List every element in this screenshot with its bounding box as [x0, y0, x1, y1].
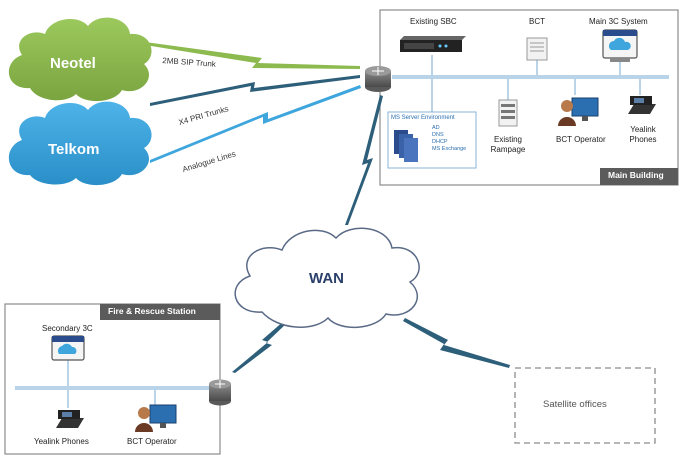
wan-satellite-bolt	[403, 318, 510, 368]
wan-fire-bolt	[232, 320, 288, 373]
main-router-icon	[365, 66, 391, 92]
existing-sbc-icon	[400, 36, 466, 52]
wan-main-bolt	[345, 95, 383, 225]
secondary-3c-label: Secondary 3C	[42, 324, 93, 333]
secondary-3c-icon	[51, 335, 85, 361]
main-3c-icon	[602, 29, 638, 62]
existing-sbc-label: Existing SBC	[410, 17, 457, 26]
bct-operator-fire-label: BCT Operator	[127, 437, 177, 446]
bct-operator-main-icon	[558, 97, 599, 126]
ms-env-item: DHCP	[432, 139, 448, 145]
main-network-bus	[392, 75, 669, 79]
existing-rampage-label: Existing Rampage	[490, 135, 526, 154]
bct-operator-main-label: BCT Operator	[556, 135, 606, 144]
bct-server-icon	[526, 37, 548, 61]
yealink-phone-fire-icon	[56, 410, 84, 428]
yealink-phones-fire-label: Yealink Phones	[34, 437, 89, 446]
telkom-label: Telkom	[48, 141, 100, 158]
fire-router-icon	[209, 379, 231, 406]
main-building-title: Main Building	[604, 169, 668, 181]
fire-station-title: Fire & Rescue Station	[104, 305, 200, 317]
analogue-bolt	[150, 85, 361, 163]
yealink-phone-main-icon	[628, 96, 656, 114]
pri-trunk-bolt	[150, 75, 360, 106]
satellite-offices-label: Satellite offices	[543, 399, 607, 410]
main-drop-lines	[431, 55, 641, 112]
ms-env-title: MS Server Environment	[391, 115, 455, 121]
ms-env-items: AD DNS DHCP MS Exchange	[432, 125, 466, 153]
sip-trunk-bolt	[145, 42, 360, 69]
satellite-offices-box	[514, 367, 656, 444]
fire-station-box	[4, 303, 221, 455]
ms-env-item: DNS	[432, 132, 444, 138]
wan-cloud	[234, 227, 420, 329]
wan-label: WAN	[309, 270, 344, 287]
ms-env-item: MS Exchange	[432, 146, 467, 152]
yealink-phones-main-label: Yealink Phones	[629, 125, 657, 144]
neotel-label: Neotel	[50, 55, 96, 72]
bct-operator-fire-icon	[135, 404, 177, 432]
bct-label: BCT	[529, 17, 545, 26]
telkom-cloud	[8, 101, 152, 186]
ms-env-item: AD	[432, 125, 440, 131]
ms-server-environment-box	[387, 111, 477, 169]
neotel-cloud	[8, 17, 152, 102]
fire-network-bus	[15, 386, 215, 390]
main-3c-label: Main 3C System	[589, 17, 648, 26]
existing-rampage-icon	[498, 99, 518, 127]
fire-drop-lines	[67, 360, 156, 408]
